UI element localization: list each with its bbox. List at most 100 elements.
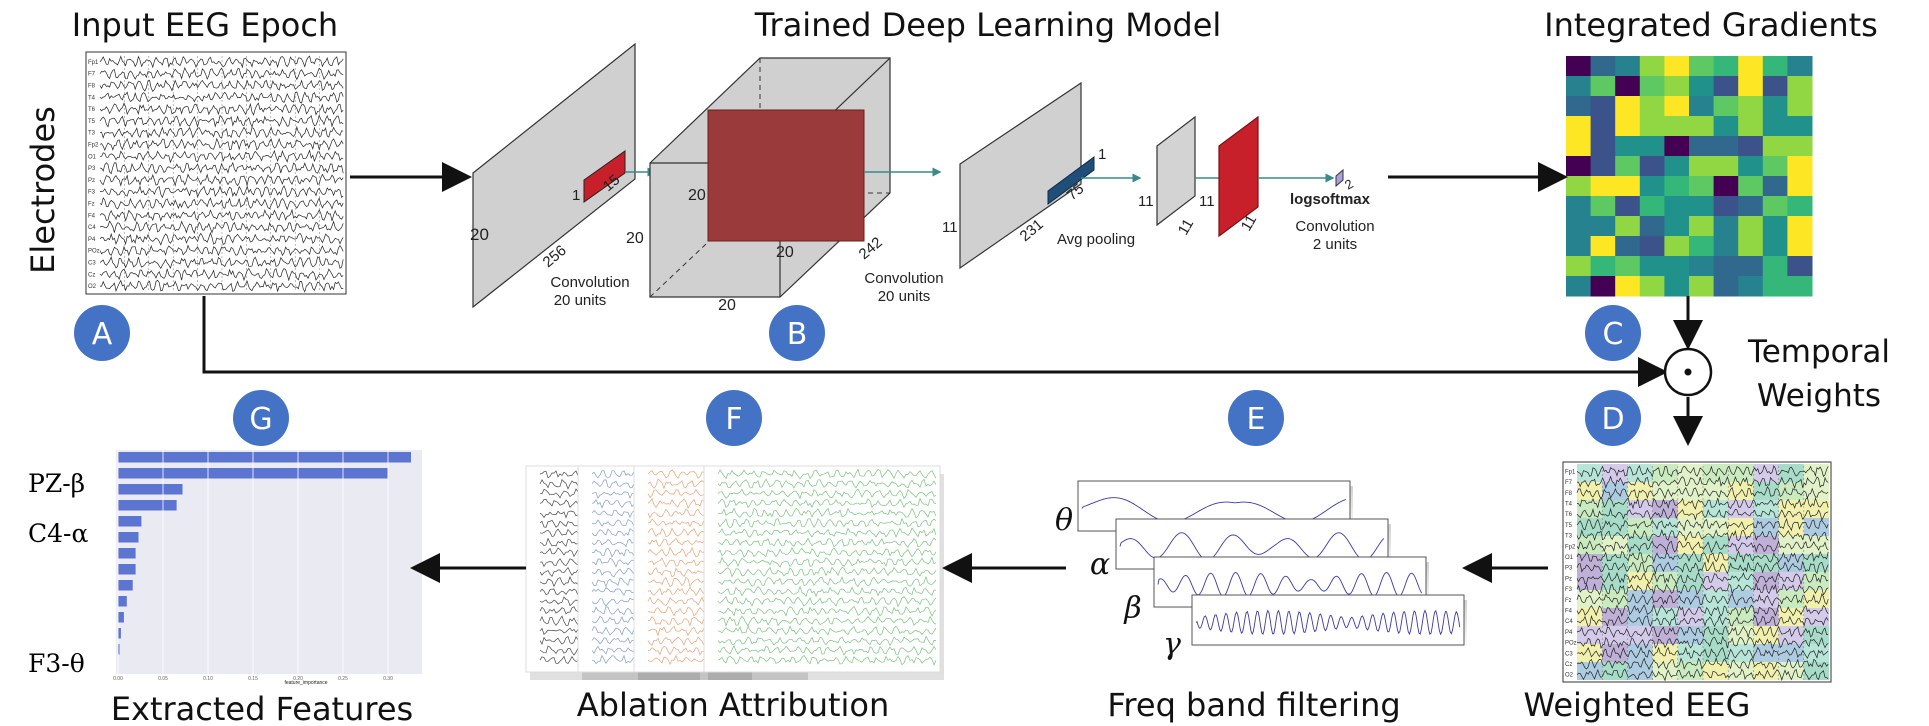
heatmap-cell (1787, 236, 1813, 257)
weight-band-cell (1627, 554, 1653, 572)
heatmap-cell (1689, 176, 1715, 197)
eeg-trace (99, 114, 344, 129)
heatmap-cell (1738, 216, 1764, 237)
ablation-trace (717, 635, 937, 647)
channel-label: C4 (88, 225, 96, 231)
heatmap-cell (1787, 276, 1813, 297)
output-node (1335, 168, 1344, 188)
pool-dim-1: 1 (1098, 146, 1106, 163)
weight-band-cell (1652, 536, 1678, 554)
conv1-input-plane (472, 42, 636, 309)
feature-importance-bar (118, 532, 139, 543)
conv3-kernel-plane (1218, 115, 1259, 238)
ablation-trace (717, 644, 937, 656)
heatmap-cell (1689, 196, 1715, 217)
temporal-weights-title-line1: Temporal (1747, 334, 1890, 370)
heatmap-cell (1615, 276, 1641, 297)
weight-band-cell (1577, 644, 1603, 662)
weight-band-cell (1703, 554, 1729, 572)
heatmap-cell (1664, 76, 1690, 97)
weight-band-cell (1703, 464, 1729, 482)
eeg-trace (99, 55, 344, 69)
heatmap-cell (1787, 76, 1813, 97)
heatmap-cell (1713, 236, 1739, 257)
conv2-label-line2: 20 units (878, 288, 931, 305)
heatmap-cell (1762, 176, 1788, 197)
channel-label: F3 (88, 190, 96, 196)
weight-band-cell (1602, 572, 1628, 590)
heatmap-cell (1615, 76, 1641, 97)
heatmap-cell (1664, 236, 1690, 257)
extracted-features-title: Extracted Features (111, 690, 413, 726)
feature-importance-bar (118, 564, 136, 575)
channel-label: Fz (1565, 598, 1572, 604)
heatmap-cell (1615, 176, 1641, 197)
x-axis-label: feature_importance (284, 680, 327, 686)
feature-importance-bar (118, 452, 411, 463)
channel-label: Fz (88, 202, 95, 208)
channel-label: T6 (1565, 512, 1573, 518)
weight-band-cell (1627, 644, 1653, 662)
eeg-trace (1576, 668, 1829, 682)
weighted-eeg-title: Weighted EEG (1524, 686, 1751, 724)
heatmap-cell (1639, 176, 1665, 197)
electrodes-axis-label: Electrodes (24, 106, 62, 274)
weight-band-cell (1803, 662, 1829, 680)
x-tick-label: 0.25 (338, 676, 348, 682)
heatmap-cell (1762, 216, 1788, 237)
band-waveform (1119, 532, 1385, 561)
eeg-trace (1576, 539, 1829, 554)
layer4-dim-width: 11 (1175, 216, 1198, 238)
channel-label: POz (88, 249, 100, 255)
heatmap-cell (1787, 256, 1813, 277)
channel-label: F8 (1565, 491, 1573, 497)
weighted-eeg-color-bands (1577, 464, 1829, 680)
heatmap-cell (1615, 216, 1641, 237)
heatmap-cell (1590, 176, 1616, 197)
band-symbol: γ (1163, 627, 1181, 662)
heatmap-cell (1615, 156, 1641, 177)
svg-text:E: E (1247, 402, 1266, 437)
weight-band-cell (1803, 590, 1829, 608)
weight-band-cell (1803, 464, 1829, 482)
weight-band-cell (1677, 644, 1703, 662)
feature-importance-bar (118, 548, 136, 559)
heatmap-cell (1664, 136, 1690, 157)
layer5-dim-height: 11 (1199, 193, 1215, 210)
heatmap-cell (1664, 176, 1690, 197)
input-eeg-plot: Fp1F7F8T4T6T5T3Fp2O1P3PzF3FzF4C4P4POzC3C… (85, 51, 347, 295)
weight-band-cell (1627, 464, 1653, 482)
weight-band-cell (1703, 572, 1729, 590)
heatmap-cell (1738, 116, 1764, 137)
heatmap-cell (1639, 116, 1665, 137)
conv2-label-line1: Convolution (864, 270, 943, 287)
weight-band-cell (1753, 464, 1779, 482)
pooled-plane (1156, 115, 1196, 227)
eeg-trace (1576, 507, 1829, 521)
weight-band-cell (1753, 590, 1779, 608)
channel-label: Fp2 (1565, 544, 1576, 550)
conv1-label-line1: Convolution (550, 274, 629, 291)
heatmap-cell (1762, 236, 1788, 257)
channel-label: C3 (1565, 651, 1573, 657)
channel-label: T5 (88, 119, 96, 125)
chart-plot-area (116, 450, 422, 674)
eeg-trace (99, 267, 344, 282)
eeg-trace (1576, 656, 1829, 671)
heatmap-cell (1639, 76, 1665, 97)
eeg-trace (1576, 646, 1829, 660)
heatmap-cell (1590, 56, 1616, 77)
heatmap-cell (1738, 196, 1764, 217)
weight-band-cell (1778, 590, 1804, 608)
weight-band-cell (1627, 500, 1653, 518)
channel-label: F7 (88, 72, 96, 78)
eeg-trace (99, 185, 344, 199)
heatmap-cell (1639, 216, 1665, 237)
channel-label: F8 (88, 84, 96, 90)
weight-band-cell (1778, 644, 1804, 662)
feature-importance-bar (118, 612, 124, 623)
eeg-trace (99, 79, 344, 93)
